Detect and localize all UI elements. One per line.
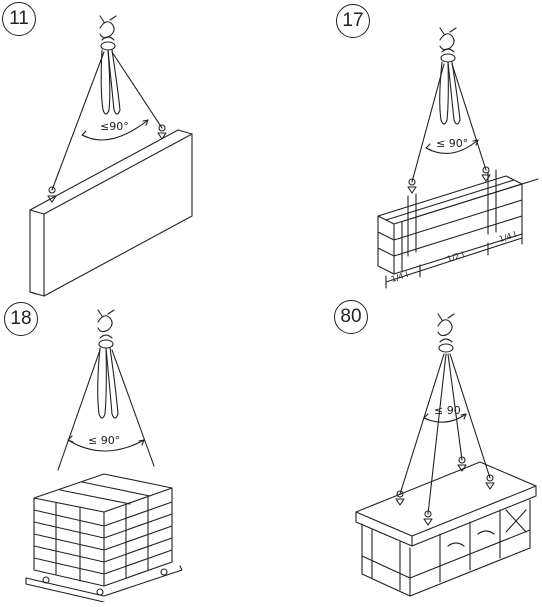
sling-leg-left (411, 63, 445, 183)
panel-11-angle-label: ≤90° (100, 120, 129, 133)
panel-18-figure (25, 309, 183, 603)
flat-panel-load (29, 129, 193, 297)
sling-leg-4 (449, 353, 491, 479)
crane-hook-icon (439, 27, 457, 63)
panel-17-angle-label: ≤ 90° (436, 137, 468, 150)
panel-11-figure (29, 15, 193, 297)
sling-leg-right (111, 349, 155, 467)
dim-label-quarter-right: 1/4 l (498, 230, 518, 244)
sling-loops (97, 347, 119, 419)
shackle-icon (395, 456, 495, 526)
sling-loops (439, 61, 461, 125)
sling-leg-3 (447, 353, 463, 461)
sling-leg-right (111, 51, 163, 129)
length-dimension-line (385, 231, 523, 289)
sling-leg-left (51, 51, 105, 191)
angle-arc (67, 439, 145, 452)
crane-hook-icon (97, 309, 115, 349)
panel-80-angle-label: ≤ 90 (434, 404, 461, 417)
sling-leg-1 (399, 353, 445, 495)
steel-frame-load (355, 461, 537, 597)
panel-80-number: 80 (334, 300, 368, 334)
dim-label-quarter-left: 1/4 l (390, 270, 410, 284)
brick-pallet-load (25, 473, 183, 603)
shackle-icon (407, 166, 491, 194)
sling-loops (100, 49, 121, 115)
crane-hook-icon (437, 313, 455, 353)
panel-11-number: 11 (2, 2, 36, 36)
panel-18-angle-label: ≤ 90° (88, 434, 120, 447)
panel-18-number: 18 (4, 302, 38, 336)
sling-leg-left (57, 349, 101, 471)
panel-80-figure (355, 313, 537, 597)
panel-17-number: 17 (336, 4, 370, 38)
sling-leg-2 (427, 353, 447, 515)
panel-17-figure (377, 27, 539, 289)
dim-label-half: 1/2 l (446, 250, 466, 264)
sling-leg-right (451, 63, 487, 171)
crane-hook-icon (99, 15, 117, 51)
